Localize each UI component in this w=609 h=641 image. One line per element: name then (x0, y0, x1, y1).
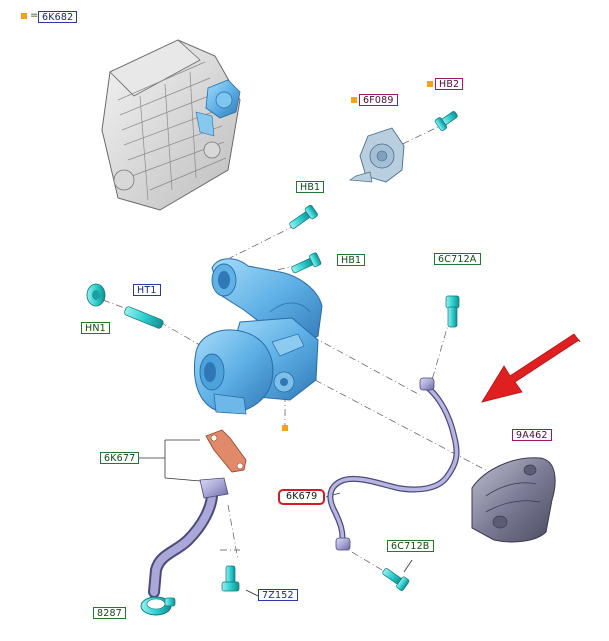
label-6k682[interactable]: 6K682 (38, 11, 78, 23)
marker-orange-6f089 (351, 97, 357, 103)
direction-arrow (481, 333, 581, 403)
nut-hn1 (86, 283, 106, 307)
label-6k677[interactable]: 6K677 (100, 452, 140, 464)
label-hb1-mid[interactable]: HB1 (337, 254, 366, 266)
bolt-hb1-mid (291, 252, 322, 274)
hose-clamp-part (140, 596, 176, 616)
actuator-part (348, 127, 405, 183)
label-6k679[interactable]: 6K679 (278, 489, 326, 505)
stud-ht1 (124, 306, 164, 329)
label-6f089[interactable]: 6F089 (359, 94, 398, 106)
label-hn1[interactable]: HN1 (81, 322, 110, 334)
label-8287[interactable]: 8287 (93, 607, 126, 619)
label-6c712b[interactable]: 6C712B (387, 540, 434, 552)
banjo-bolt-6c712a (445, 295, 460, 328)
leader-lines (102, 125, 496, 571)
bolt-7z152 (221, 565, 240, 592)
oil-feed-pipe (327, 377, 460, 551)
engine-block-illustration (101, 39, 241, 211)
legend-equals: = (30, 10, 39, 21)
marker-orange-legend (21, 13, 27, 19)
marker-orange-turbo (282, 425, 288, 431)
marker-orange-hb2 (427, 81, 433, 87)
heat-shield-part (471, 457, 556, 543)
label-hb2[interactable]: HB2 (435, 78, 464, 90)
label-9a462[interactable]: 9A462 (512, 429, 552, 441)
callout-lines (135, 439, 413, 615)
banjo-bolt-6c712b (382, 568, 410, 591)
label-7z152[interactable]: 7Z152 (258, 589, 298, 601)
label-hb1-top[interactable]: HB1 (296, 181, 325, 193)
gasket-part (205, 429, 247, 473)
bolt-hb2 (434, 111, 458, 132)
turbocharger-part (194, 258, 323, 415)
oil-drain-tube (148, 477, 229, 598)
label-6c712a[interactable]: 6C712A (434, 253, 481, 265)
label-ht1[interactable]: HT1 (133, 284, 161, 296)
bolt-hb1-top (289, 204, 318, 229)
